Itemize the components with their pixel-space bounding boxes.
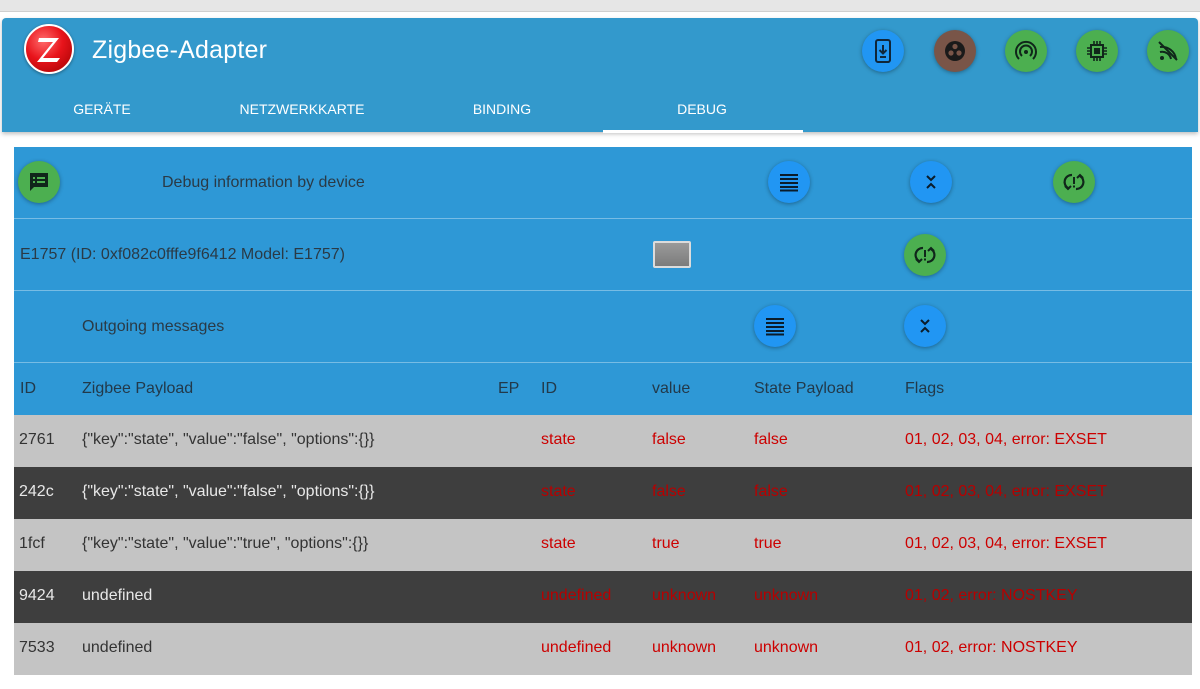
row-payload: {"key":"state", "value":"false", "option…: [82, 431, 375, 448]
devices-cluster-icon[interactable]: [934, 30, 976, 72]
col-header-zigbee-payload: Zigbee Payload: [82, 380, 194, 397]
device-refresh-icon[interactable]: [904, 234, 946, 276]
row-flags: 01, 02, 03, 04, error: EXSET: [905, 535, 1107, 552]
debug-messages-button[interactable]: [18, 161, 60, 203]
row-payload: undefined: [82, 587, 153, 604]
active-tab-indicator: [603, 130, 803, 133]
row-state-payload: true: [754, 535, 782, 552]
row-flags: 01, 02, error: NOSTKEY: [905, 587, 1078, 604]
tab-geraete[interactable]: GERÄTE: [73, 101, 131, 117]
outgoing-collapse-button[interactable]: [904, 305, 946, 347]
table-row: 1fcf {"key":"state", "value":"true", "op…: [14, 519, 1192, 571]
device-toggle-box[interactable]: [653, 241, 691, 268]
row-state-payload: unknown: [754, 639, 819, 656]
download-device-icon[interactable]: [862, 30, 904, 72]
row-flags: 01, 02, error: NOSTKEY: [905, 639, 1078, 656]
refresh-error-icon[interactable]: [1053, 161, 1095, 203]
divider: [14, 218, 1192, 219]
table-row: 7533 undefined undefined unknown unknown…: [14, 623, 1192, 675]
table-row: 2761 {"key":"state", "value":"false", "o…: [14, 415, 1192, 467]
debug-panel: [14, 147, 1192, 415]
outgoing-list-view-button[interactable]: [754, 305, 796, 347]
divider: [14, 362, 1192, 363]
row-state-id: undefined: [541, 639, 612, 656]
table-row: 9424 undefined undefined unknown unknown…: [14, 571, 1192, 623]
row-value: false: [652, 483, 686, 500]
collapse-button[interactable]: [910, 161, 952, 203]
row-id: 242c: [19, 483, 54, 500]
row-id: 1fcf: [19, 535, 45, 552]
col-header-ep: EP: [498, 380, 520, 397]
divider: [14, 290, 1192, 291]
row-payload: {"key":"state", "value":"true", "options…: [82, 535, 369, 552]
col-header-state-id: ID: [541, 380, 557, 397]
pairing-signal-icon[interactable]: [1005, 30, 1047, 72]
row-payload: undefined: [82, 639, 153, 656]
zigbee-logo-icon: [24, 24, 74, 74]
row-flags: 01, 02, 03, 04, error: EXSET: [905, 483, 1107, 500]
wireless-off-icon[interactable]: [1147, 30, 1189, 72]
row-state-payload: unknown: [754, 587, 819, 604]
list-view-button[interactable]: [768, 161, 810, 203]
row-state-id: undefined: [541, 587, 612, 604]
row-state-payload: false: [754, 431, 788, 448]
row-flags: 01, 02, 03, 04, error: EXSET: [905, 431, 1107, 448]
row-value: true: [652, 535, 680, 552]
app-title: Zigbee-Adapter: [92, 36, 268, 64]
chip-icon[interactable]: [1076, 30, 1118, 72]
table-row: 242c {"key":"state", "value":"false", "o…: [14, 467, 1192, 519]
col-header-state-payload: State Payload: [754, 380, 854, 397]
browser-top-strip: [0, 0, 1200, 12]
row-state-payload: false: [754, 483, 788, 500]
tab-netzwerkkarte[interactable]: NETZWERKKARTE: [239, 101, 365, 117]
row-value: false: [652, 431, 686, 448]
device-info-text: E1757 (ID: 0xf082c0fffe9f6412 Model: E17…: [20, 246, 345, 263]
row-id: 7533: [19, 639, 55, 656]
row-state-id: state: [541, 483, 576, 500]
outgoing-messages-text: Outgoing messages: [82, 318, 225, 335]
tab-debug[interactable]: DEBUG: [677, 101, 727, 117]
row-value: unknown: [652, 639, 717, 656]
row-id: 9424: [19, 587, 55, 604]
col-header-flags: Flags: [905, 380, 945, 397]
row-state-id: state: [541, 535, 576, 552]
tab-binding[interactable]: BINDING: [472, 101, 532, 117]
row-payload: {"key":"state", "value":"false", "option…: [82, 483, 375, 500]
app-bar: Zigbee-Adapter: [2, 18, 1198, 132]
col-header-value: value: [652, 380, 691, 397]
col-header-id: ID: [20, 380, 36, 397]
debug-header-text: Debug information by device: [162, 174, 365, 191]
row-value: unknown: [652, 587, 717, 604]
row-state-id: state: [541, 431, 576, 448]
row-id: 2761: [19, 431, 55, 448]
